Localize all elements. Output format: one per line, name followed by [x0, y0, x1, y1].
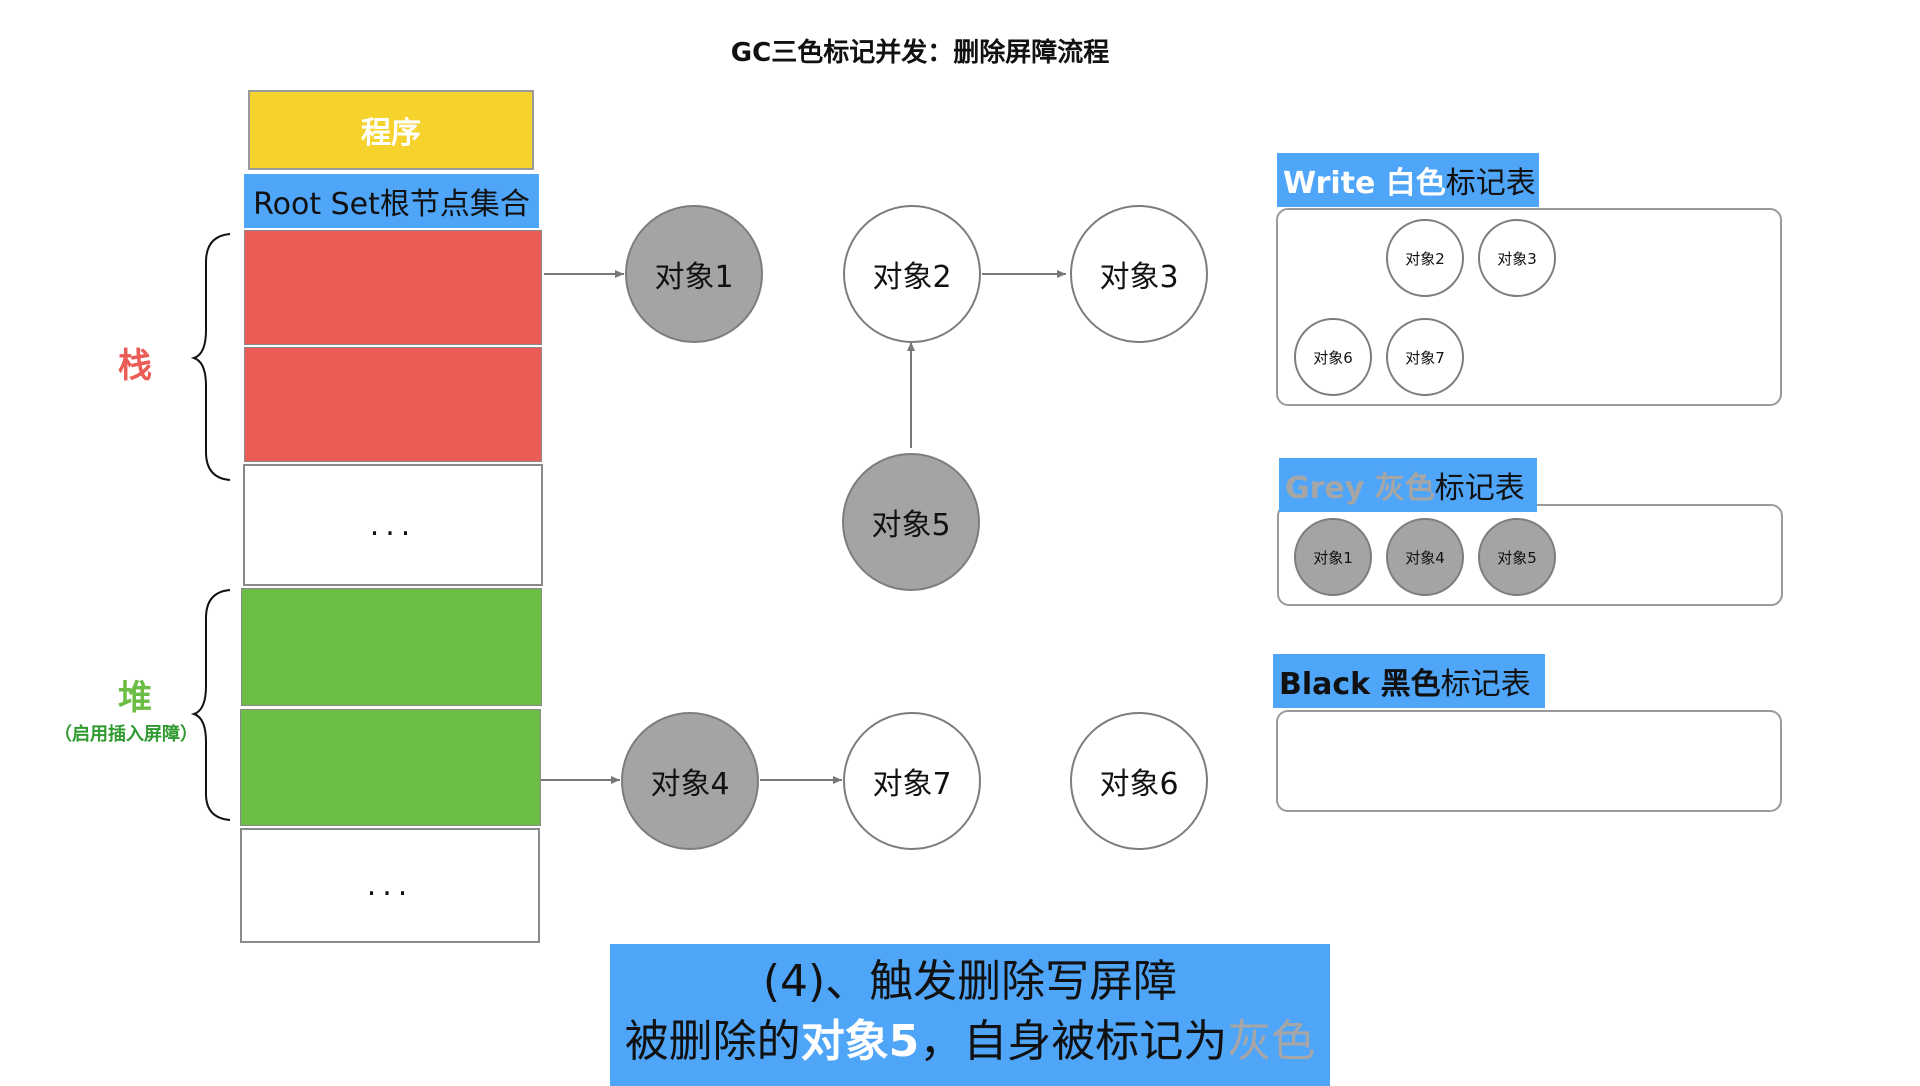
white-table-title-cn: 标记表	[1445, 166, 1536, 201]
grey-table-item: 对象5	[1478, 518, 1556, 596]
stack-slot-1	[244, 230, 542, 345]
heap-slot-2	[240, 709, 541, 826]
caption-highlight-grey: 灰色	[1227, 1016, 1316, 1067]
object-6-node: 对象6	[1070, 712, 1208, 850]
grey-table-title-en: Grey 灰色	[1285, 471, 1435, 506]
object-1-node: 对象1	[625, 205, 763, 343]
stack-slot-2	[244, 347, 542, 462]
ellipsis-text: ...	[369, 507, 417, 543]
white-table-item: 对象7	[1386, 318, 1464, 396]
heap-label: 堆	[118, 678, 152, 718]
black-table-title-en: Black 黑色	[1279, 667, 1441, 702]
diagram-title: GC三色标记并发：删除屏障流程	[730, 38, 1110, 68]
object-3-node: 对象3	[1070, 205, 1208, 343]
black-table-title-cn: 标记表	[1440, 667, 1531, 702]
heap-brace	[190, 589, 231, 821]
object-2-node: 对象2	[843, 205, 981, 343]
object-7-node: 对象7	[843, 712, 981, 850]
heap-slot-1	[241, 588, 542, 706]
caption-line-2: 被删除的对象5，自身被标记为灰色	[610, 1012, 1330, 1072]
step-caption: (4)、触发删除写屏障 被删除的对象5，自身被标记为灰色	[610, 944, 1330, 1086]
white-table-item: 对象2	[1386, 219, 1464, 297]
black-mark-table	[1276, 710, 1782, 812]
object-5-node: 对象5	[842, 453, 980, 591]
grey-table-item: 对象4	[1386, 518, 1464, 596]
caption-text: 被删除的	[624, 1016, 801, 1067]
stack-ellipsis-slot: ...	[243, 464, 543, 586]
program-block: 程序	[248, 90, 534, 170]
stack-brace	[190, 233, 231, 481]
ellipsis-text: ...	[366, 868, 414, 903]
white-table-item: 对象3	[1478, 219, 1556, 297]
heap-note: （启用插入屏障）	[54, 724, 198, 745]
heap-ellipsis-slot: ...	[240, 828, 540, 943]
stack-label: 栈	[118, 346, 152, 386]
root-set-header: Root Set根节点集合	[244, 174, 539, 228]
black-table-header: Black 黑色标记表	[1273, 654, 1545, 708]
grey-table-item: 对象1	[1294, 518, 1372, 596]
caption-line-1: (4)、触发删除写屏障	[762, 956, 1178, 1007]
white-table-item: 对象6	[1294, 318, 1372, 396]
white-table-title-en: Write 白色	[1283, 166, 1446, 201]
grey-table-header: Grey 灰色标记表	[1279, 458, 1537, 512]
white-table-header: Write 白色标记表	[1277, 153, 1539, 207]
caption-text: ，自身被标记为	[919, 1016, 1228, 1067]
grey-table-title-cn: 标记表	[1434, 471, 1525, 506]
object-4-node: 对象4	[621, 712, 759, 850]
caption-highlight-object: 对象5	[800, 1016, 920, 1067]
